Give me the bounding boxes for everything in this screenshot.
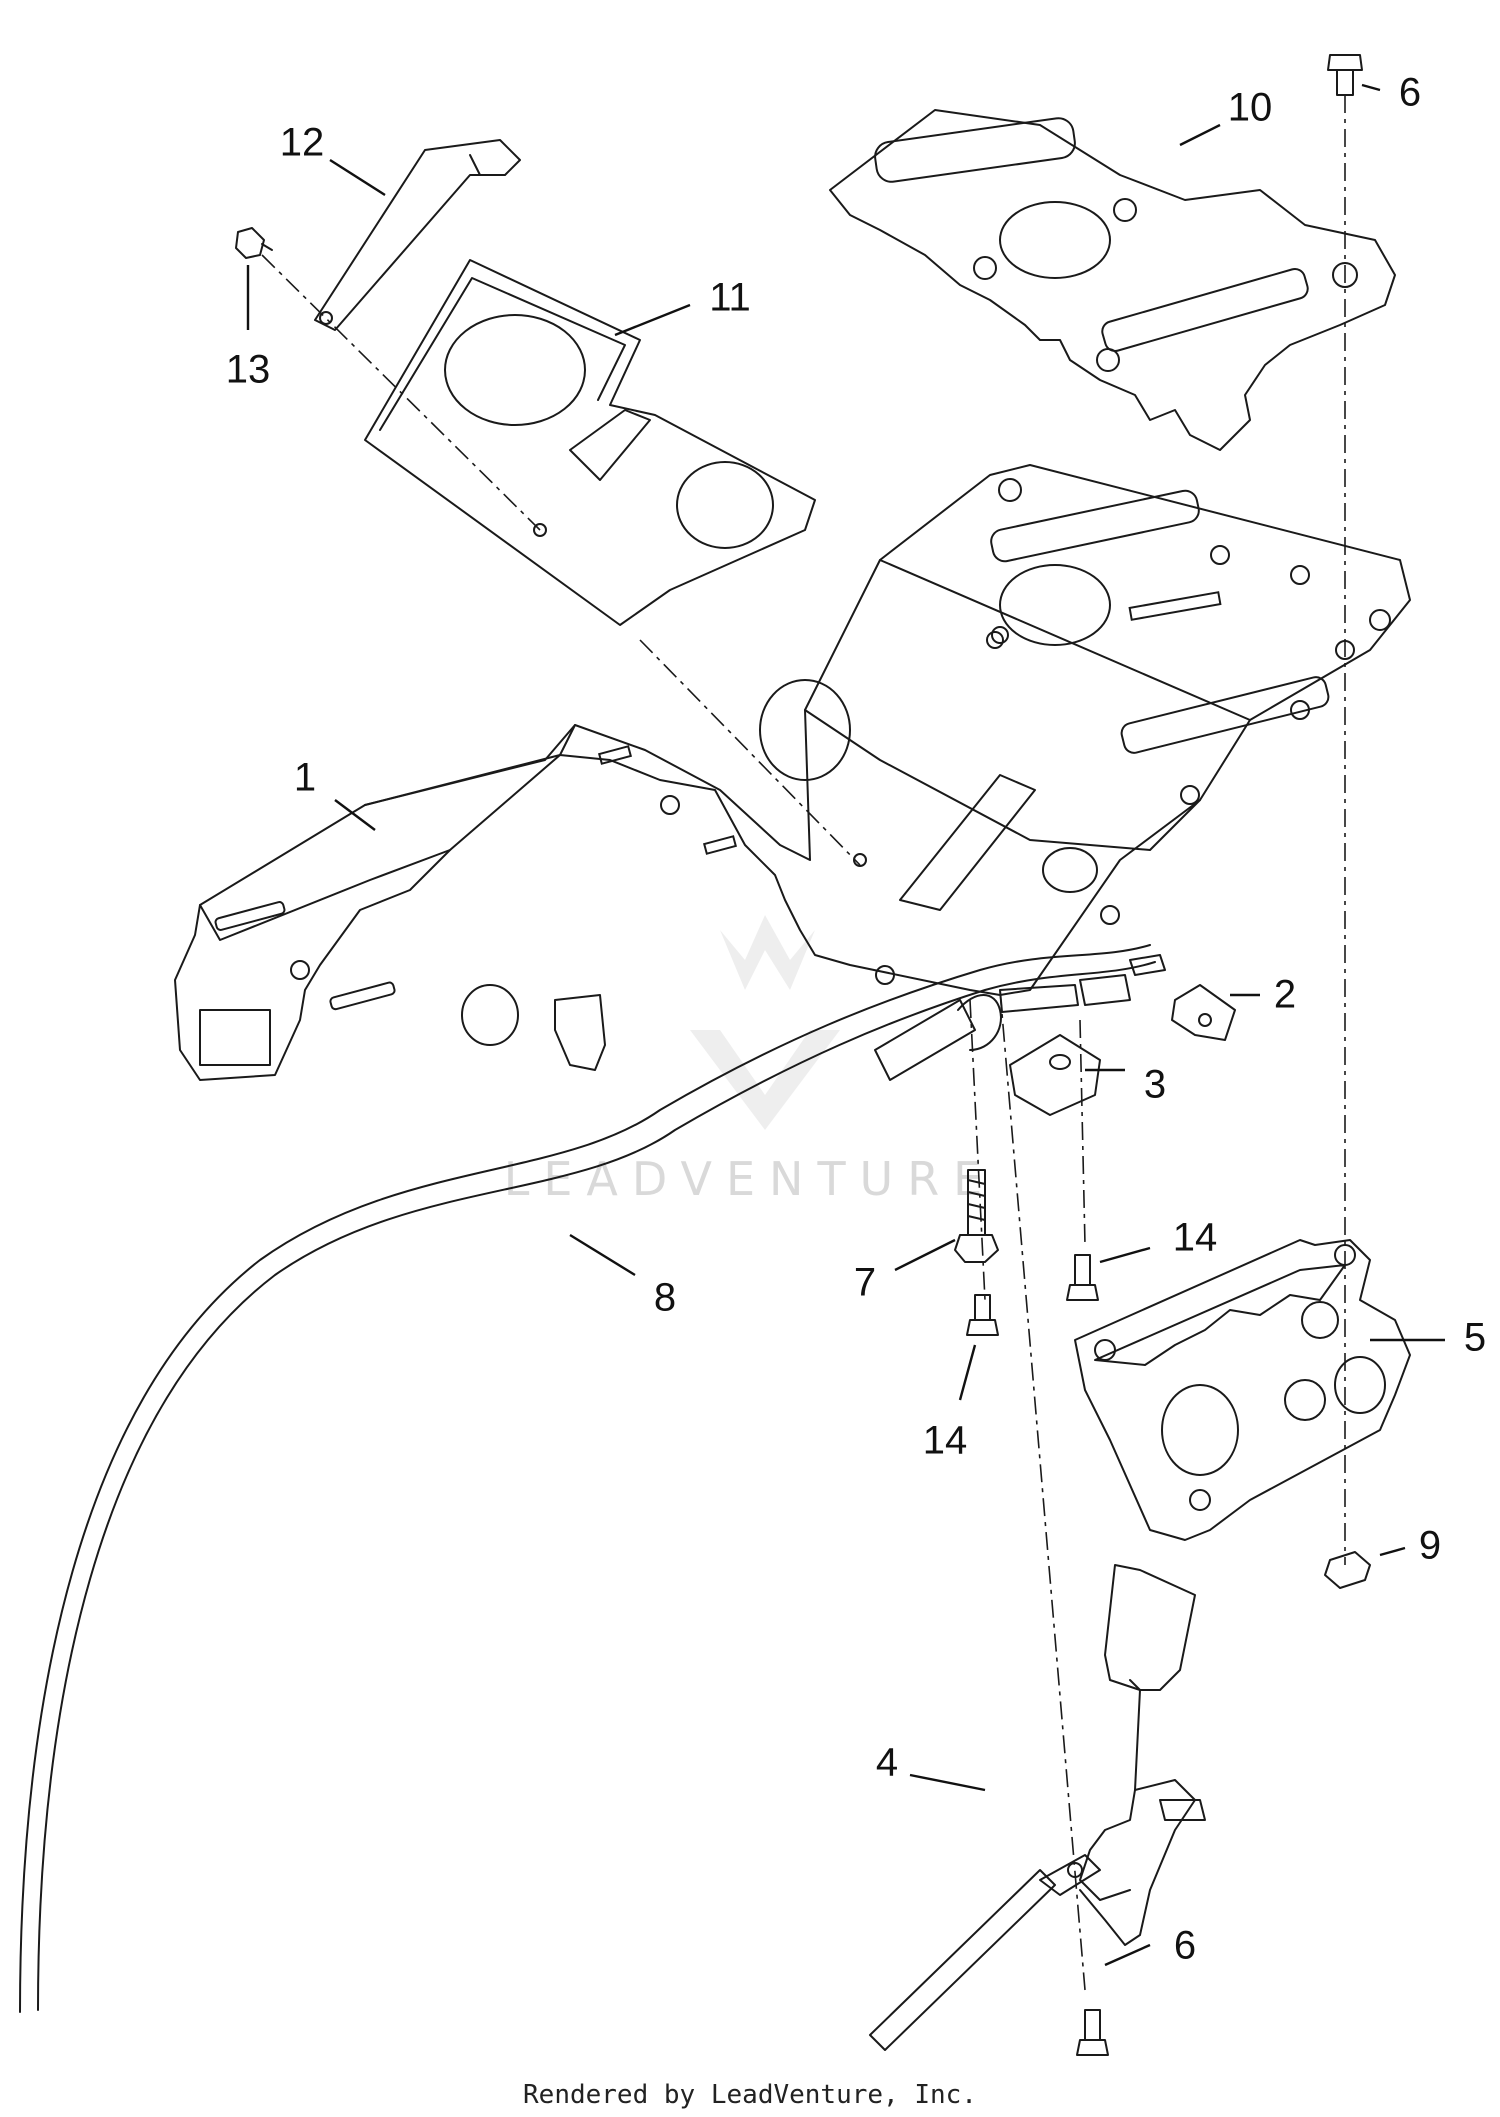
part-14-bolt-lower bbox=[966, 1294, 999, 1336]
callout-label: 6 bbox=[1174, 1924, 1196, 1968]
part-6-bolt-upper bbox=[1327, 54, 1363, 96]
part-10-plate bbox=[829, 109, 1396, 451]
callout-label: 6 bbox=[1399, 71, 1421, 115]
callout-14-lower: 14 bbox=[923, 1344, 977, 1463]
callout-14-upper: 14 bbox=[1099, 1216, 1218, 1264]
callout-11: 11 bbox=[614, 276, 751, 337]
part-14-bolt-upper bbox=[1066, 1254, 1099, 1301]
callout-6-upper: 6 bbox=[1361, 71, 1421, 115]
callout-2: 2 bbox=[1230, 973, 1296, 1017]
part-7-rod bbox=[954, 1169, 999, 1263]
part-12-strap bbox=[314, 139, 521, 331]
callout-13: 13 bbox=[226, 265, 271, 392]
part-4-pedal bbox=[869, 1564, 1206, 2051]
callout-9: 9 bbox=[1379, 1524, 1441, 1568]
callout-label: 10 bbox=[1228, 86, 1273, 130]
callout-5: 5 bbox=[1370, 1316, 1486, 1360]
callout-label: 4 bbox=[876, 1741, 898, 1785]
callout-7: 7 bbox=[854, 1238, 956, 1305]
part-6-bolt-lower bbox=[1076, 2009, 1109, 2056]
callout-label: 13 bbox=[226, 348, 271, 392]
part-5-bracket bbox=[1074, 1239, 1411, 1541]
callout-label: 8 bbox=[654, 1276, 676, 1320]
callout-12: 12 bbox=[280, 121, 386, 197]
footer-credit: Rendered by LeadVenture, Inc. bbox=[523, 2080, 977, 2110]
callout-label: 14 bbox=[923, 1419, 968, 1463]
callout-8: 8 bbox=[569, 1233, 676, 1320]
callout-3: 3 bbox=[1085, 1063, 1166, 1107]
watermark-text: LEADVENTURE bbox=[504, 1152, 997, 1206]
callout-label: 11 bbox=[709, 276, 751, 320]
callout-label: 5 bbox=[1464, 1316, 1486, 1360]
part-11-bracket-plate bbox=[364, 259, 816, 626]
callout-label: 7 bbox=[854, 1261, 876, 1305]
callout-6-lower: 6 bbox=[1104, 1924, 1196, 1968]
part-1-main-frame bbox=[174, 464, 1411, 1081]
part-2-clip bbox=[1171, 984, 1236, 1041]
callout-label: 9 bbox=[1419, 1524, 1441, 1568]
callout-label: 1 bbox=[294, 756, 316, 800]
watermark-logo bbox=[690, 915, 840, 1130]
callout-label: 3 bbox=[1144, 1063, 1166, 1107]
callout-4: 4 bbox=[876, 1741, 986, 1792]
callout-label: 2 bbox=[1274, 973, 1296, 1017]
callout-label: 14 bbox=[1173, 1216, 1218, 1260]
callout-label: 12 bbox=[280, 121, 325, 165]
part-9-nut bbox=[1324, 1551, 1371, 1589]
part-13-bolt bbox=[235, 227, 273, 259]
part-3-clip bbox=[1009, 1034, 1101, 1116]
part-8-cable bbox=[19, 944, 1166, 2013]
callout-10: 10 bbox=[1179, 86, 1273, 147]
callout-1: 1 bbox=[294, 756, 376, 831]
assembly-lines bbox=[261, 95, 1346, 1991]
